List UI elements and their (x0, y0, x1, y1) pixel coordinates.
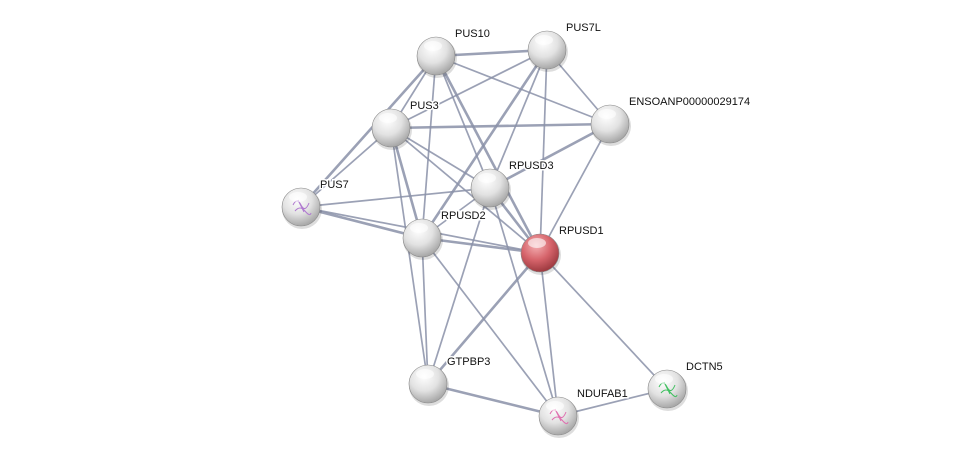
node-label: DCTN5 (686, 361, 723, 373)
node-rpusd3[interactable]: RPUSD3 (470, 159, 555, 210)
node-ndufab1[interactable]: NDUFAB1 (538, 387, 629, 438)
node-label: RPUSD3 (509, 160, 554, 172)
node-label: RPUSD2 (441, 210, 486, 222)
node-highlight (598, 109, 616, 119)
edge-pus10-rpusd3[interactable] (435, 55, 491, 189)
node-rpusd2[interactable]: RPUSD2 (402, 209, 487, 260)
node-highlight (528, 238, 546, 248)
node-pus7l[interactable]: PUS7L (527, 21, 602, 72)
node-highlight (379, 113, 397, 123)
node-label: RPUSD1 (559, 225, 604, 237)
node-rpusd1[interactable]: RPUSD1 (520, 224, 605, 275)
edge-gtpbp3-ndufab1[interactable] (427, 382, 559, 418)
node-highlight (655, 374, 673, 384)
edge-rpusd2-gtpbp3[interactable] (421, 237, 429, 385)
node-pus3[interactable]: PUS3 (371, 99, 440, 150)
edge-pus10-rpusd2[interactable] (421, 55, 437, 239)
node-enso[interactable]: ENSOANP00000029174 (590, 95, 752, 146)
edge-pus3-enso[interactable] (390, 122, 611, 130)
node-highlight (535, 35, 553, 45)
edge-pus7l-rpusd1[interactable] (539, 49, 548, 254)
node-label: ENSOANP00000029174 (629, 96, 750, 108)
node-label: GTPBP3 (447, 356, 490, 368)
node-label: PUS10 (455, 28, 490, 40)
edge-rpusd1-ndufab1[interactable] (539, 252, 559, 417)
node-highlight (424, 41, 442, 51)
node-highlight (546, 401, 564, 411)
edge-pus10-rpusd1[interactable] (434, 55, 542, 254)
edge-pus7-rpusd2[interactable] (300, 205, 423, 240)
edge-pus10-pus7[interactable] (300, 55, 437, 208)
node-label: NDUFAB1 (577, 388, 628, 400)
node-pus7[interactable]: PUS7 (281, 178, 350, 229)
node-label: PUS7 (320, 179, 349, 191)
node-label: PUS3 (410, 100, 439, 112)
node-pus10[interactable]: PUS10 (416, 27, 491, 78)
edge-pus3-gtpbp3[interactable] (390, 127, 429, 385)
edge-pus7l-rpusd2[interactable] (420, 49, 549, 239)
edge-pus7l-pus3[interactable] (390, 49, 548, 129)
edge-rpusd1-dctn5[interactable] (539, 252, 668, 390)
node-dctn5[interactable]: DCTN5 (647, 360, 724, 411)
node-highlight (410, 223, 428, 233)
edge-pus10-enso[interactable] (435, 55, 611, 125)
node-highlight (478, 173, 496, 183)
node-gtpbp3[interactable]: GTPBP3 (408, 355, 492, 406)
edge-rpusd2-ndufab1[interactable] (421, 237, 559, 417)
edge-rpusd1-gtpbp3[interactable] (427, 252, 541, 385)
edge-rpusd2-rpusd1[interactable] (421, 236, 541, 255)
node-highlight (416, 369, 434, 379)
edge-rpusd3-ndufab1[interactable] (489, 187, 559, 417)
edge-pus7-rpusd3[interactable] (300, 187, 491, 208)
node-label: PUS7L (566, 22, 601, 34)
edge-pus7l-rpusd3[interactable] (489, 49, 548, 189)
edge-enso-rpusd3[interactable] (489, 122, 611, 190)
edge-pus3-pus7[interactable] (300, 127, 392, 208)
edge-enso-rpusd1[interactable] (539, 123, 611, 254)
node-highlight (289, 192, 307, 202)
